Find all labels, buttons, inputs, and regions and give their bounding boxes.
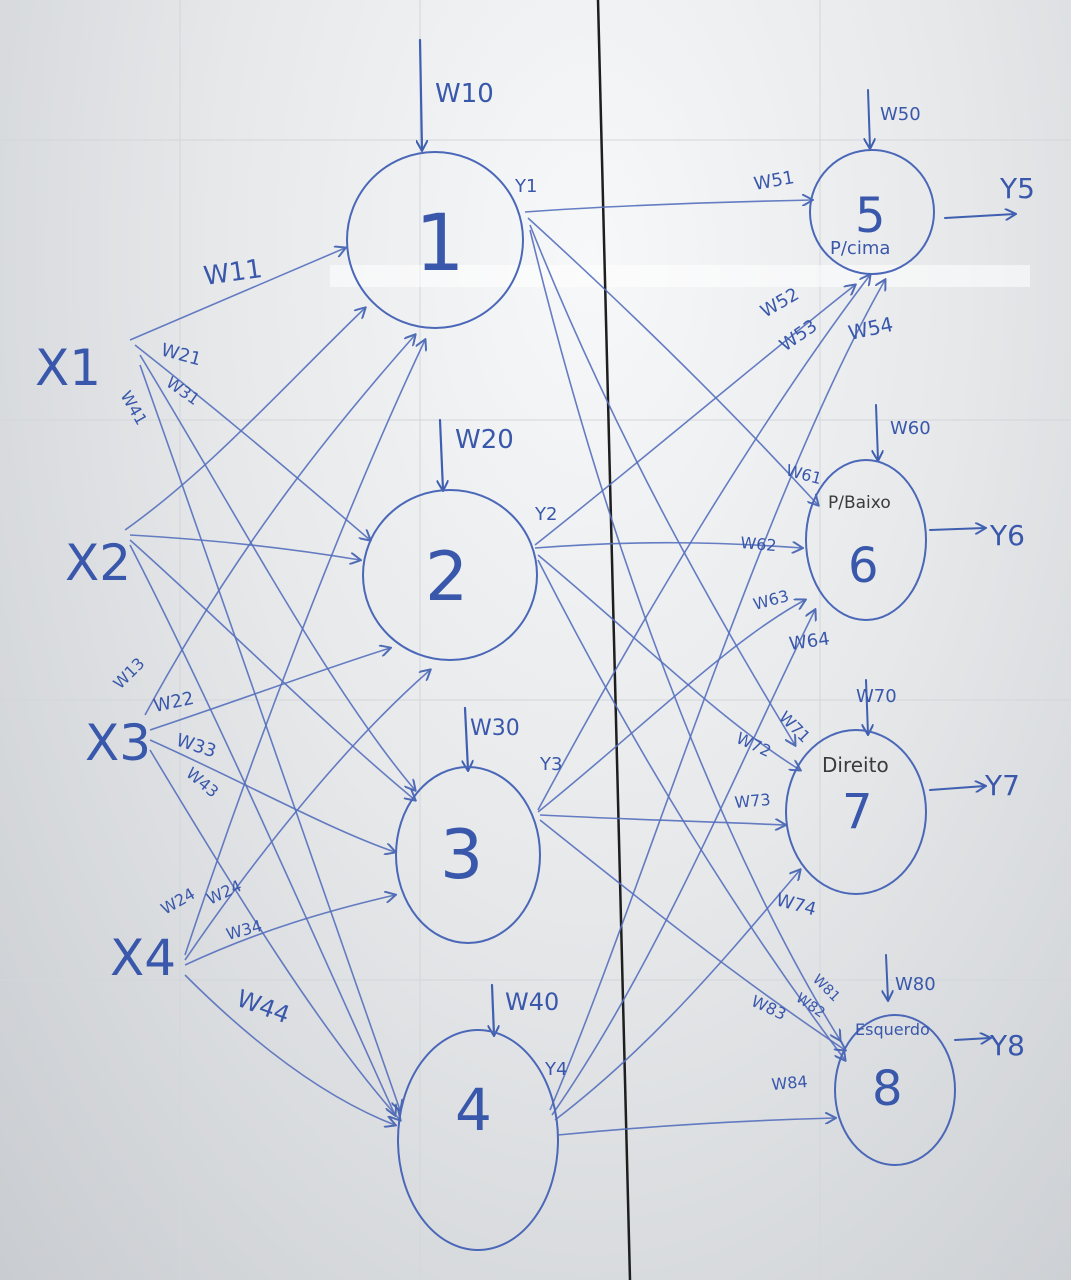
weight-label-w54: W54 (846, 312, 895, 345)
light-reflection (330, 265, 1030, 287)
neuron-7-number: 7 (842, 784, 873, 840)
input-label-x4: X4 (110, 929, 176, 987)
input-labels: X1 X2 X3 X4 (35, 339, 176, 987)
weight-label-w64: W64 (788, 628, 831, 654)
hidden-layer: 1 2 3 4 (346, 151, 559, 1251)
weight-label-w84: W84 (771, 1072, 809, 1094)
bias-label-w80: W80 (895, 974, 936, 995)
weight-label-w51: W51 (752, 167, 796, 195)
output-layer: 5 P/cima 6 P/Baixo 7 Direito 8 Esquerdo (785, 149, 956, 1166)
hidden-output-y4: Y4 (544, 1059, 567, 1080)
bias-label-w30: W30 (470, 716, 520, 741)
hidden-output-labels: Y1 Y2 Y3 Y4 (514, 176, 567, 1080)
neuron-2: 2 (362, 489, 538, 661)
input-label-x1: X1 (35, 339, 101, 397)
neuron-6-caption: P/Baixo (828, 493, 891, 513)
neuron-5-caption: P/cima (830, 238, 890, 259)
hidden-output-y1: Y1 (514, 176, 537, 197)
bias-label-w40: W40 (505, 988, 559, 1016)
neuron-7: 7 Direito (785, 729, 927, 895)
weight-label-w83: W83 (748, 991, 789, 1024)
neuron-1-number: 1 (415, 199, 465, 289)
neuron-8-caption: Esquerdo (855, 1020, 930, 1039)
bias-labels: W10 W20 W30 W40 W50 W60 W70 W80 (435, 79, 936, 1016)
bias-label-w60: W60 (890, 418, 931, 439)
weight-label-w61: W61 (784, 461, 824, 489)
final-output-y5: Y5 (999, 172, 1035, 205)
final-output-y7: Y7 (984, 769, 1020, 802)
weight-label-w52: W52 (757, 284, 803, 323)
final-output-y6: Y6 (989, 519, 1025, 552)
neuron-6: 6 P/Baixo (805, 459, 927, 621)
neuron-8: 8 Esquerdo (834, 1014, 956, 1166)
bias-label-w70: W70 (856, 686, 897, 707)
weight-label-w74: W74 (774, 890, 819, 921)
weight-label-w53: W53 (776, 316, 821, 357)
weight-label-w44: W44 (233, 984, 294, 1029)
neuron-3: 3 (395, 766, 541, 944)
neuron-4: 4 (397, 1029, 559, 1251)
bias-arrows (420, 38, 888, 1035)
neuron-6-number: 6 (848, 538, 879, 594)
hidden-output-y3: Y3 (539, 754, 562, 775)
neuron-1: 1 (346, 151, 524, 329)
neuron-5-number: 5 (855, 188, 886, 244)
input-label-x3: X3 (85, 714, 151, 772)
neuron-7-caption: Direito (822, 753, 889, 777)
output-arrows (929, 214, 1015, 1040)
weight-label-w71: W71 (775, 707, 814, 746)
board-divider (596, 0, 632, 1280)
final-output-labels: Y5 Y6 Y7 Y8 (984, 172, 1035, 1062)
input-connections (124, 248, 430, 1125)
input-label-x2: X2 (65, 534, 131, 592)
final-output-y8: Y8 (989, 1029, 1025, 1062)
hidden-connections (524, 200, 885, 1136)
neuron-5: 5 P/cima (809, 149, 935, 275)
neuron-3-number: 3 (440, 816, 483, 895)
weight-label-w34: W34 (224, 916, 264, 944)
weight-label-w21: W21 (159, 340, 204, 371)
weight-label-w62: W62 (740, 533, 778, 555)
input-weight-labels: W11 W21 W31 W41 W13 W22 W33 W43 W24 W24 … (109, 254, 293, 1029)
bias-label-w20: W20 (455, 425, 514, 455)
neuron-8-number: 8 (872, 1061, 903, 1117)
neuron-2-number: 2 (425, 538, 468, 617)
weight-label-w41: W41 (117, 388, 152, 429)
weight-label-w13: W13 (109, 654, 148, 693)
weight-label-w24-a: W24 (158, 884, 199, 919)
bias-label-w10: W10 (435, 79, 494, 109)
bias-label-w50: W50 (880, 104, 921, 125)
hidden-output-y2: Y2 (534, 504, 557, 525)
weight-label-w72: W72 (733, 728, 774, 761)
weight-label-w73: W73 (734, 790, 772, 812)
neuron-4-number: 4 (455, 1076, 492, 1144)
weight-label-w43: W43 (182, 764, 222, 802)
weight-label-w63: W63 (751, 586, 791, 614)
